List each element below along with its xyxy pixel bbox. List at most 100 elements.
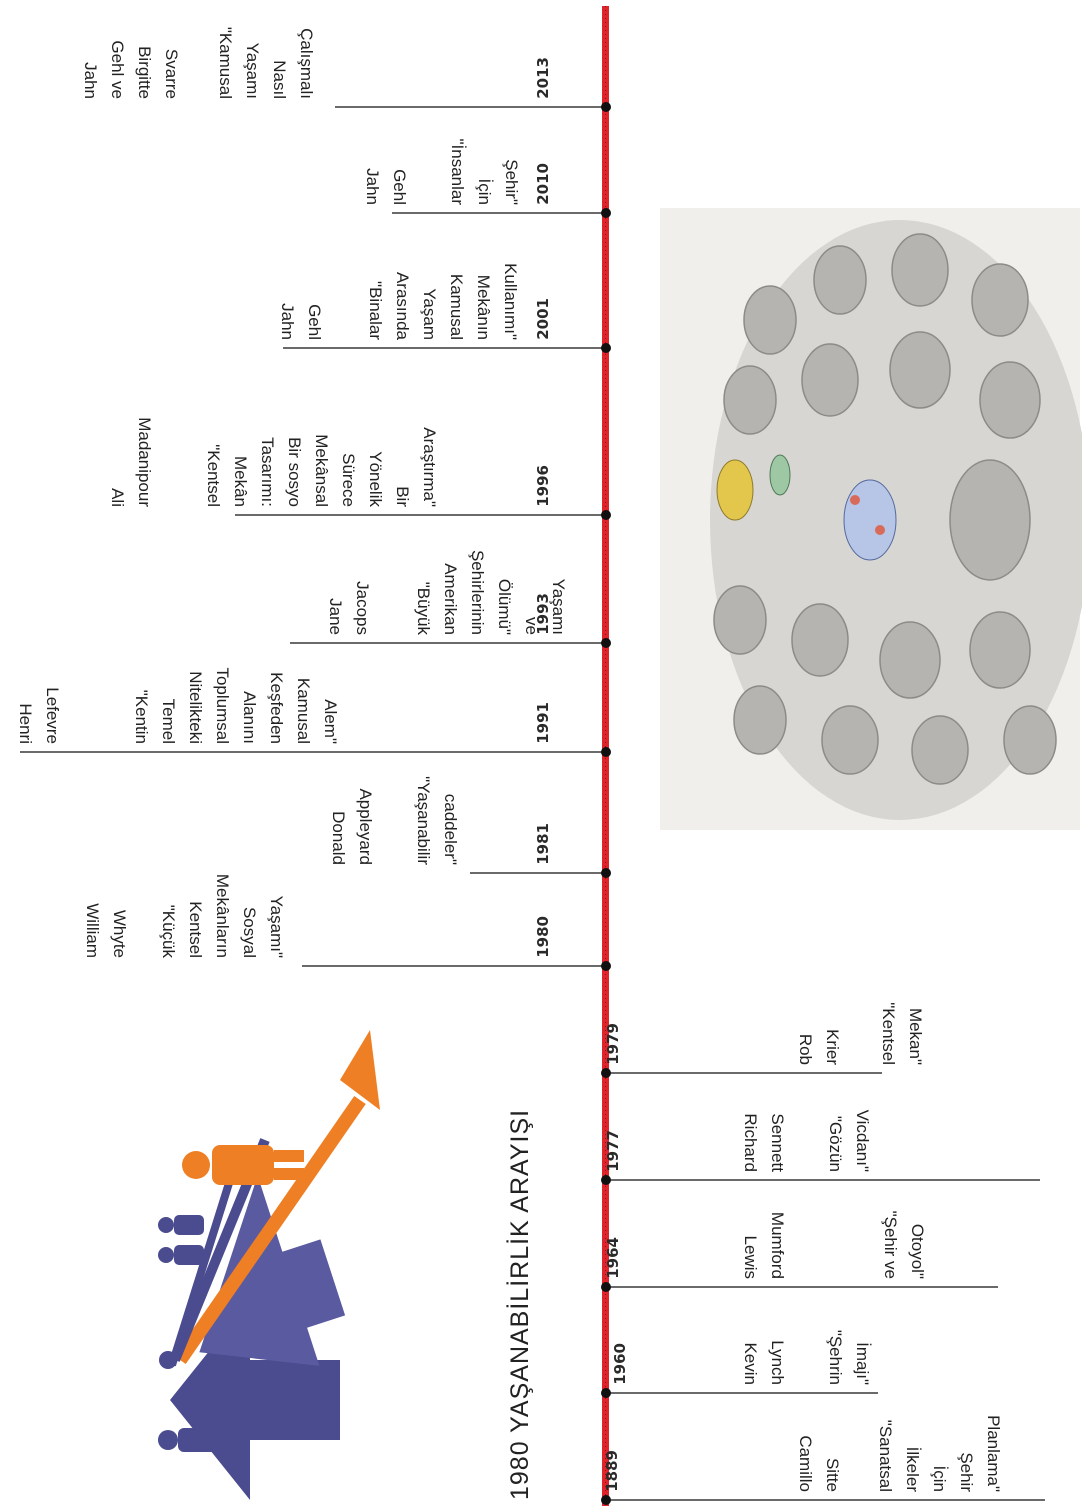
work-line-1889-1: İlkeler [903,1447,922,1493]
author-line-1980-1: Whyte [110,910,129,958]
crowd-of-books-illustration-icon [660,208,1082,830]
author-line-2010-1: Gehl [390,169,409,205]
year-label-1889: 1889 [603,1450,621,1492]
author-line-1993-1: Jacops [353,581,372,635]
author-line-1981-1: Appleyard [356,788,375,865]
author-line-2013-2: Birgitte [135,46,154,99]
work-line-1979-1: Mekan" [906,1008,925,1065]
dot-1991 [601,747,611,757]
work-line-2001-1: Arasında [393,272,412,341]
work-line-1979-0: "Kentsel [879,1002,898,1065]
year-label-1979: 1979 [604,1023,622,1065]
work-line-1991-6: Kamusal [294,678,313,744]
work-line-2001-4: Mekânın [474,275,493,340]
author-line-1996-0: Ali [108,488,127,507]
dot-1977 [601,1175,611,1185]
year-label-1980: 1980 [534,916,552,958]
work-line-2013-0: "Kamusal [216,27,235,99]
work-line-1980-2: Mekânların [213,874,232,958]
author-line-1977-1: Sennett [768,1113,787,1172]
author-line-1977-0: Richard [741,1113,760,1172]
dot-1993 [601,638,611,648]
author-line-1979-0: Rob [796,1034,815,1065]
work-line-1996-4: Mekânsal [312,434,331,507]
work-line-1981-0: "Yaşanabilir [414,776,433,865]
people-growth-arrows-icon [153,1030,380,1500]
author-line-1991-1: Lefevre [43,687,62,744]
work-line-2010-1: İçin [475,179,494,205]
work-line-2001-0: "Binalar [366,281,385,340]
author-line-1996-1: Madanipour [135,417,154,507]
work-line-1980-1: Kentsel [186,901,205,958]
dot-1960 [601,1388,611,1398]
work-line-1991-0: "Kentin [132,690,151,744]
work-line-1993-0: "Büyük [414,582,433,636]
work-line-1980-4: Yaşamı" [267,896,286,958]
work-line-1993-3: Ölümü" [495,579,514,635]
year-label-1996: 1996 [534,465,552,507]
author-line-1981-0: Donald [329,811,348,865]
year-label-1981: 1981 [534,823,552,865]
work-line-1991-3: Toplumsal [213,667,232,744]
work-line-1960-0: "Şehrin [826,1330,845,1385]
author-line-1960-0: Kevin [741,1342,760,1385]
work-line-1996-1: Mekân [231,456,250,507]
author-line-2010-0: Jahn [363,168,382,205]
work-line-1964-0: "Şehir ve [881,1211,900,1279]
work-line-1991-4: Alanını [240,691,259,744]
work-line-1996-3: Bir sosyo [285,437,304,507]
work-line-1889-2: İçin [930,1466,949,1492]
author-line-1979-1: Krier [823,1029,842,1065]
author-line-1960-1: Lynch [768,1340,787,1385]
dot-1980 [601,961,611,971]
year-label-2001: 2001 [534,298,552,340]
work-line-1996-7: Bir [393,486,412,507]
year-label-2013: 2013 [534,57,552,99]
work-line-2001-2: Yaşam [420,288,439,340]
work-line-2013-2: Nasıl [270,60,289,99]
dot-2001 [601,343,611,353]
work-line-1960-1: İmajı" [853,1342,872,1385]
work-line-1996-8: Araştırma" [420,427,439,507]
author-line-1964-1: Mumford [768,1212,787,1279]
author-line-2013-1: Gehl ve [108,40,127,99]
work-line-1996-0: "Kentsel [204,444,223,507]
work-line-1977-0: "Gözün [826,1116,845,1172]
work-line-1996-6: Yönelik [366,451,385,507]
work-line-1980-0: "Küçük [159,905,178,959]
work-line-1991-1: Temel [159,699,178,744]
work-line-1980-3: Sosyal [240,907,259,958]
author-line-1964-0: Lewis [741,1236,760,1279]
dot-1981 [601,868,611,878]
work-line-1993-4: ve [522,617,541,635]
timeline-title-group: 1980 YAŞANABİLİRLİK ARAYIŞI [505,1109,534,1500]
author-line-1980-0: William [83,903,102,958]
work-line-2001-5: Kullanımı" [501,263,520,340]
author-line-2013-0: Jahn [81,62,100,99]
work-line-1991-5: Keşfeden [267,672,286,744]
work-line-1889-3: Şehir [957,1452,976,1492]
dot-1996 [601,510,611,520]
dot-1964 [601,1282,611,1292]
work-line-2001-3: Kamusal [447,274,466,340]
work-line-1889-4: Planlama" [984,1415,1003,1492]
timeline-title: 1980 YAŞANABİLİRLİK ARAYIŞI [505,1109,534,1500]
year-label-2010: 2010 [534,163,552,205]
author-line-1889-1: Sitte [823,1458,842,1492]
author-line-1993-0: Jane [326,598,345,635]
work-line-1993-1: Amerikan [441,563,460,635]
work-line-2013-3: Çalışmalı [297,28,316,99]
work-line-1977-1: Vicdanı" [853,1110,872,1172]
work-line-1964-1: Otoyol" [908,1224,927,1279]
dot-2010 [601,208,611,218]
dot-1979 [601,1068,611,1078]
author-line-1889-0: Camillo [796,1435,815,1492]
work-line-1991-7: Alem" [321,699,340,744]
author-line-2001-0: Jahn [278,303,297,340]
year-label-1977: 1977 [604,1130,622,1172]
dot-2013 [601,102,611,112]
work-line-1991-2: Nitelikteki [186,671,205,744]
work-line-1993-2: Şehirlerinin [468,550,487,635]
work-line-2010-0: "İnsanlar [448,138,467,205]
